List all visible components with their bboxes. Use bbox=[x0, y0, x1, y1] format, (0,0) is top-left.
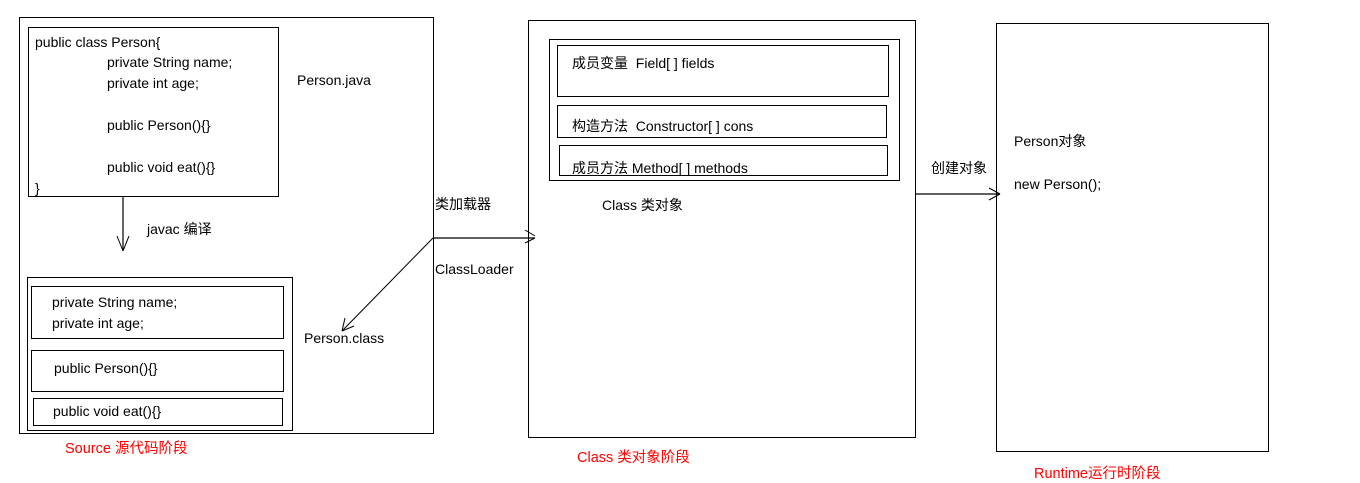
bytecode-method-box bbox=[33, 398, 283, 426]
bytecode-field-name: private String name; bbox=[52, 294, 178, 310]
source-stage-caption: Source 源代码阶段 bbox=[65, 441, 188, 457]
methods-box bbox=[559, 145, 888, 176]
class-file-label: Person.class bbox=[304, 330, 385, 346]
class-stage-caption: Class 类对象阶段 bbox=[577, 450, 690, 466]
source-line-3: private int age; bbox=[107, 75, 199, 91]
bytecode-method: public void eat(){} bbox=[53, 403, 162, 419]
classloader-label-cn: 类加载器 bbox=[435, 196, 491, 212]
source-stage-panel bbox=[19, 17, 434, 434]
bytecode-field-age: private int age; bbox=[52, 315, 144, 331]
classloader-label-en: ClassLoader bbox=[435, 261, 514, 277]
classloader-arrow bbox=[433, 229, 536, 244]
source-line-4: public Person(){} bbox=[107, 117, 211, 133]
bytecode-box bbox=[27, 277, 293, 431]
person-object-label: Person对象 bbox=[1014, 133, 1087, 149]
constructors-label: 构造方法 Constructor[ ] cons bbox=[572, 118, 754, 134]
create-object-arrow bbox=[915, 187, 1001, 201]
methods-label: 成员方法 Method[ ] methods bbox=[572, 160, 748, 176]
fields-label: 成员变量 Field[ ] fields bbox=[572, 55, 715, 71]
class-members-box bbox=[549, 39, 900, 181]
source-line-2: private String name; bbox=[107, 54, 233, 70]
bytecode-constructor-box bbox=[31, 350, 284, 392]
bytecode-fields-box bbox=[31, 286, 284, 339]
compile-label: javac 编译 bbox=[147, 221, 212, 237]
source-code-box bbox=[28, 27, 279, 197]
bytecode-constructor: public Person(){} bbox=[54, 360, 158, 376]
create-object-label: 创建对象 bbox=[931, 160, 987, 176]
source-line-6: } bbox=[35, 180, 40, 196]
runtime-stage-panel bbox=[996, 23, 1269, 452]
source-line-5: public void eat(){} bbox=[107, 159, 216, 175]
constructors-box bbox=[557, 105, 887, 138]
source-line-1: public class Person{ bbox=[35, 34, 161, 50]
runtime-stage-caption: Runtime运行时阶段 bbox=[1034, 466, 1161, 482]
new-person-expression: new Person(); bbox=[1014, 176, 1102, 192]
fields-box bbox=[557, 45, 889, 97]
class-object-label: Class 类对象 bbox=[602, 197, 683, 213]
class-stage-panel bbox=[528, 20, 916, 438]
java-file-label: Person.java bbox=[297, 72, 371, 88]
